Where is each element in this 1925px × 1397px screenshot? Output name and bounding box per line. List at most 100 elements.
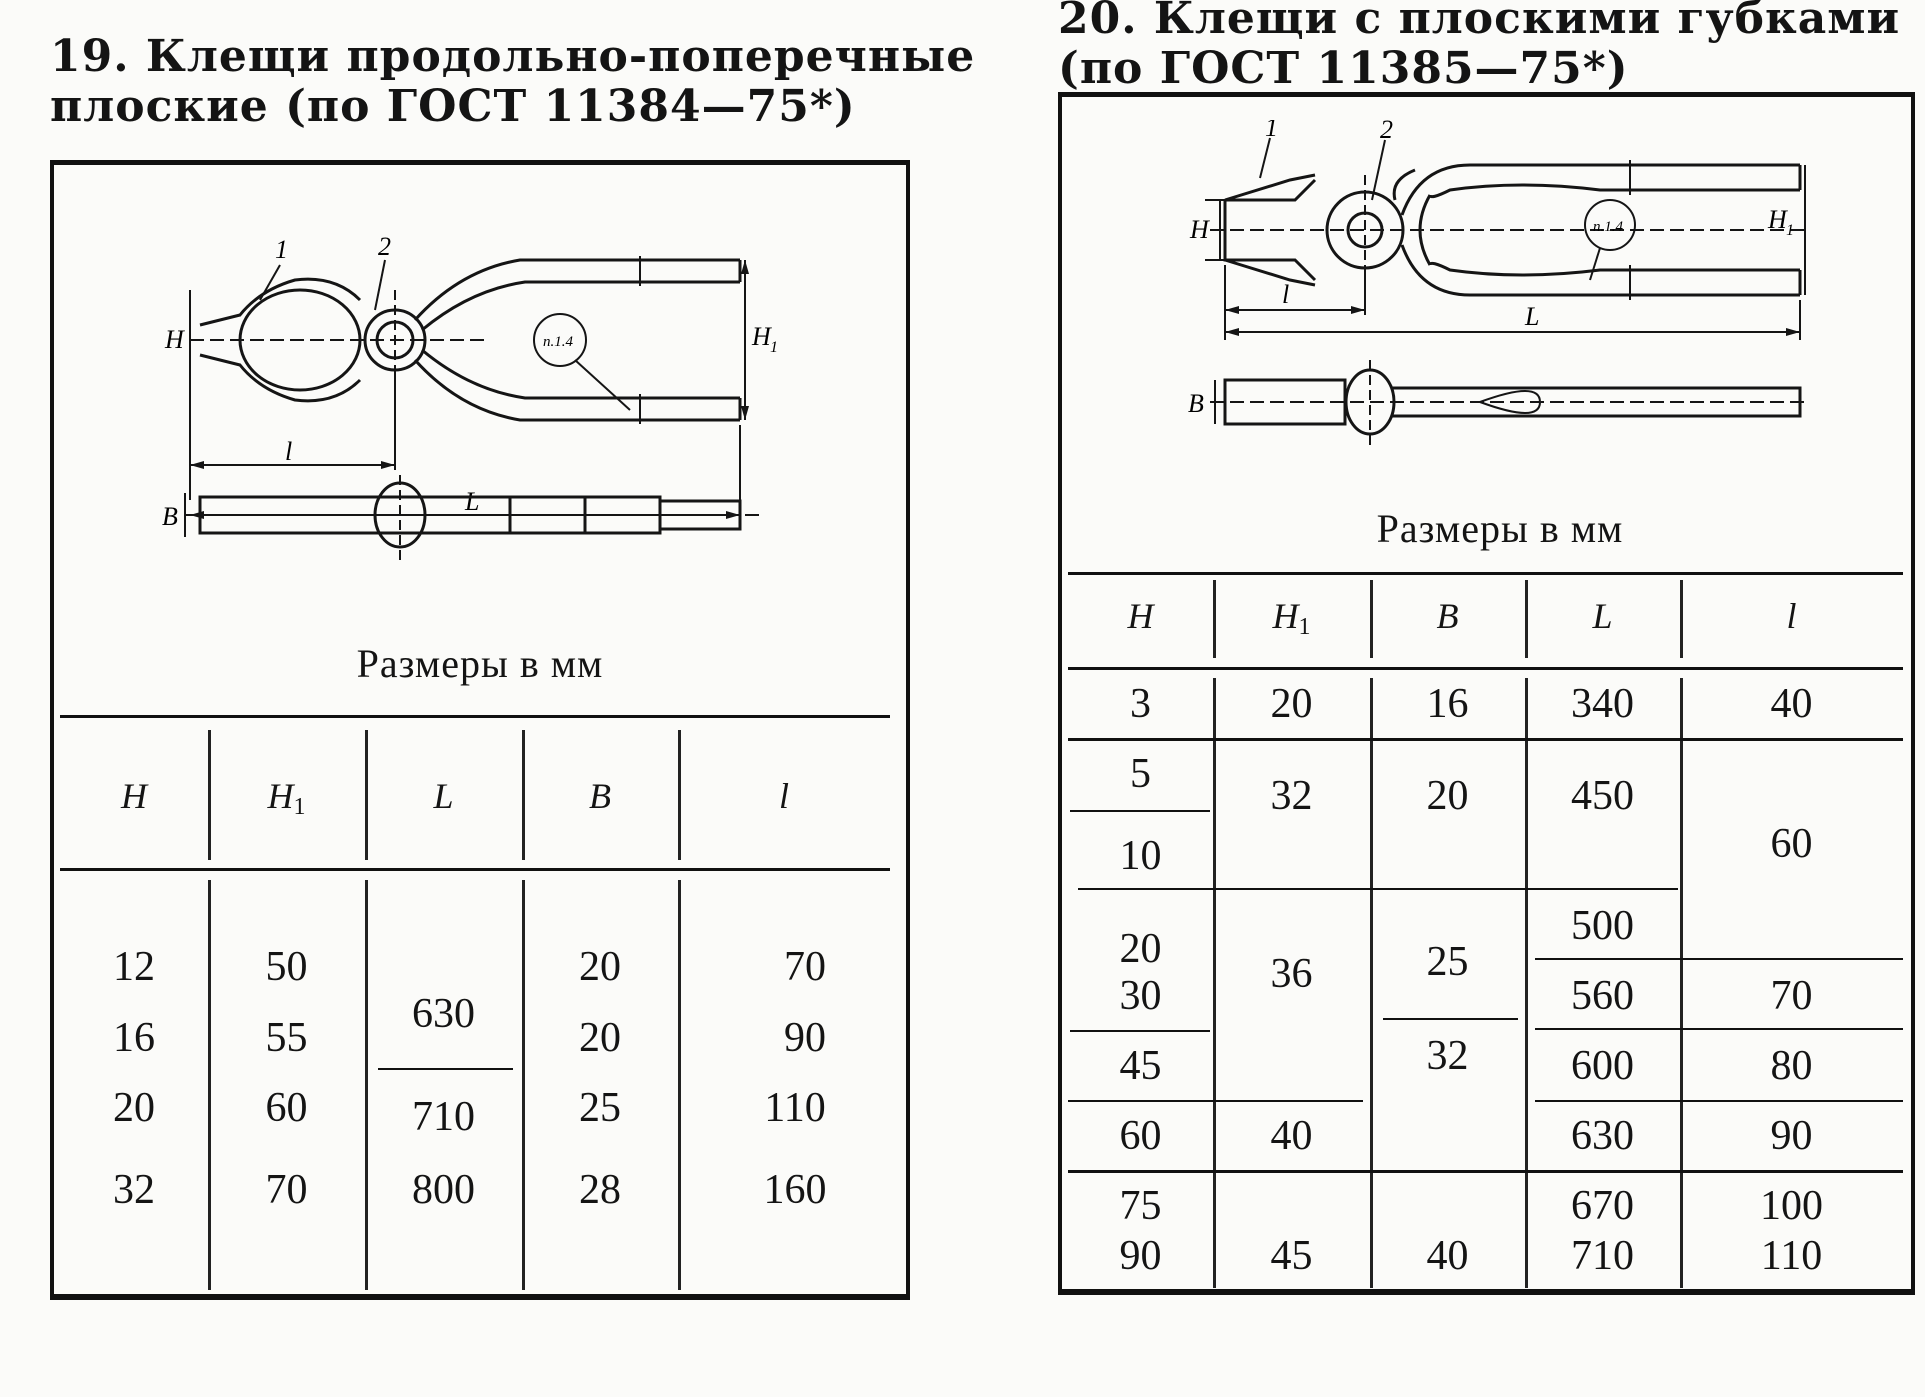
right-rule-b-25 [1383, 1018, 1518, 1020]
right-cell-L-450: 450 [1571, 773, 1634, 819]
right-rule-h-45 [1068, 1100, 1363, 1102]
left-col-divider-4 [678, 730, 681, 860]
left-cell-L-800: 800 [412, 1167, 475, 1213]
left-cell-H-row1: 12 [113, 944, 155, 990]
left-col-divider-3 [522, 730, 525, 860]
left-col-divider-2 [365, 730, 368, 860]
left-col-divider-1 [208, 730, 211, 860]
left-cell-B-row3: 25 [579, 1085, 621, 1131]
right-body-div-4 [1680, 678, 1683, 1288]
left-table-frame [50, 160, 910, 1300]
right-cell-H-20: 20 [1119, 926, 1162, 972]
left-header-H: H [121, 776, 147, 816]
right-table-title: 20. Клещи с плоскими губками (по ГОСТ 11… [1058, 0, 1900, 94]
right-table-header-rule [1068, 667, 1903, 670]
left-cell-B-row2: 20 [579, 1015, 621, 1061]
right-dimensions-caption: Размеры в мм [1230, 505, 1770, 552]
left-fig-label-H1-sub: 1 [770, 339, 778, 356]
right-cell-B-32: 32 [1426, 1033, 1469, 1079]
right-cell-H-45: 45 [1119, 1043, 1162, 1089]
left-cell-l-row1: 70 [784, 944, 826, 990]
right-cell-H1-36: 36 [1270, 951, 1313, 997]
left-fig-label-1: 1 [275, 235, 288, 264]
left-cell-H-row4: 32 [113, 1167, 155, 1213]
right-header-H1-main: H [1272, 596, 1299, 636]
right-header-div-1 [1213, 580, 1216, 658]
left-header-H1-main: H [267, 776, 294, 816]
right-cell-B-20: 20 [1426, 773, 1469, 819]
right-cell-l-60: 60 [1770, 821, 1813, 867]
left-cell-L-710: 710 [412, 1094, 475, 1140]
left-cell-H1-row3: 60 [265, 1085, 308, 1131]
right-header-div-3 [1525, 580, 1528, 658]
left-table-title: 19. Клещи продольно-поперечные плоские (… [50, 32, 975, 132]
right-cell-H1-45: 45 [1270, 1233, 1313, 1279]
right-cell-H-3: 3 [1130, 681, 1151, 727]
right-cell-L-630: 630 [1571, 1113, 1634, 1159]
right-cell-L-600: 600 [1571, 1043, 1634, 1089]
right-header-H1: H1 [1213, 595, 1370, 641]
left-cell-B-row1: 20 [579, 944, 621, 990]
left-fig-label-H: H [164, 325, 185, 354]
right-title-line2: (по ГОСТ 11385—75*) [1058, 43, 1629, 94]
right-cell-L-560: 560 [1571, 973, 1634, 1019]
right-rule-after-row-3 [1068, 738, 1903, 741]
right-cell-H-5: 5 [1130, 751, 1151, 797]
right-cell-H-30: 30 [1119, 973, 1162, 1019]
right-fig-label-l: l [1282, 280, 1289, 309]
right-cell-l-40: 40 [1770, 681, 1813, 727]
right-rule-after-5-10 [1078, 888, 1678, 890]
right-header-B: B [1436, 596, 1459, 636]
left-table-header-rule [60, 868, 890, 871]
right-cell-L-670: 670 [1571, 1183, 1634, 1229]
right-table-top-rule [1068, 572, 1903, 575]
right-cell-l-90: 90 [1770, 1113, 1813, 1159]
right-fig-label-1: 1 [1265, 120, 1278, 142]
right-cell-l-110: 110 [1760, 1233, 1823, 1279]
left-fig-label-H1: H [751, 322, 772, 351]
right-cell-L-710: 710 [1571, 1233, 1634, 1279]
right-fig-label-2: 2 [1380, 120, 1393, 144]
left-cell-H1-row1: 50 [265, 944, 308, 990]
right-fig-label-H1-sub: 1 [1786, 222, 1794, 239]
right-title-line1: 20. Клещи с плоскими губками [1058, 0, 1901, 44]
left-table-top-rule [60, 715, 890, 718]
right-rule-L-560 [1535, 1028, 1903, 1030]
left-dimensions-caption: Размеры в мм [50, 640, 910, 687]
right-header-H: H [1127, 596, 1154, 636]
right-fig-label-H: H [1189, 215, 1210, 244]
right-header-div-2 [1370, 580, 1373, 658]
right-pliers-side-view: B [1188, 360, 1810, 445]
right-header-H1-sub: 1 [1298, 614, 1311, 640]
right-rule-after-60 [1068, 1170, 1903, 1173]
right-cell-H1-40: 40 [1270, 1113, 1313, 1159]
right-body-div-2 [1370, 678, 1373, 1288]
left-title-line2: плоские (по ГОСТ 11384—75*) [50, 81, 856, 132]
right-header-l: l [1786, 596, 1797, 636]
left-cell-l-row3: 110 [764, 1085, 826, 1131]
left-fig-label-l: l [285, 437, 292, 466]
left-header-B: B [589, 776, 611, 816]
left-header-H1: H1 [208, 775, 365, 821]
left-cell-l-row2: 90 [784, 1015, 826, 1061]
left-cell-H-row2: 16 [113, 1015, 155, 1061]
right-fig-label-B: B [1188, 389, 1204, 418]
left-col-divider-1b [208, 880, 211, 1290]
right-cell-l-100: 100 [1760, 1183, 1823, 1229]
right-body-div-3 [1525, 678, 1528, 1288]
right-rule-L-600 [1535, 1100, 1903, 1102]
left-header-H1-sub: 1 [293, 794, 306, 820]
left-caption-text: Размеры в мм [356, 641, 604, 686]
left-fig-note: п.1.4 [543, 334, 574, 350]
right-fig-note: п.1.4 [1593, 219, 1624, 235]
left-fig-label-2: 2 [378, 232, 391, 261]
left-header-l: l [778, 776, 789, 816]
right-cell-H1-32: 32 [1270, 773, 1313, 819]
right-fig-label-H1: H [1767, 205, 1788, 234]
right-cell-H-75: 75 [1119, 1183, 1162, 1229]
right-header-L: L [1592, 596, 1613, 636]
left-cell-B-row4: 28 [579, 1167, 621, 1213]
right-cell-B-16: 16 [1426, 681, 1469, 727]
left-cell-H1-row2: 55 [265, 1015, 308, 1061]
right-cell-B-40: 40 [1426, 1233, 1469, 1279]
